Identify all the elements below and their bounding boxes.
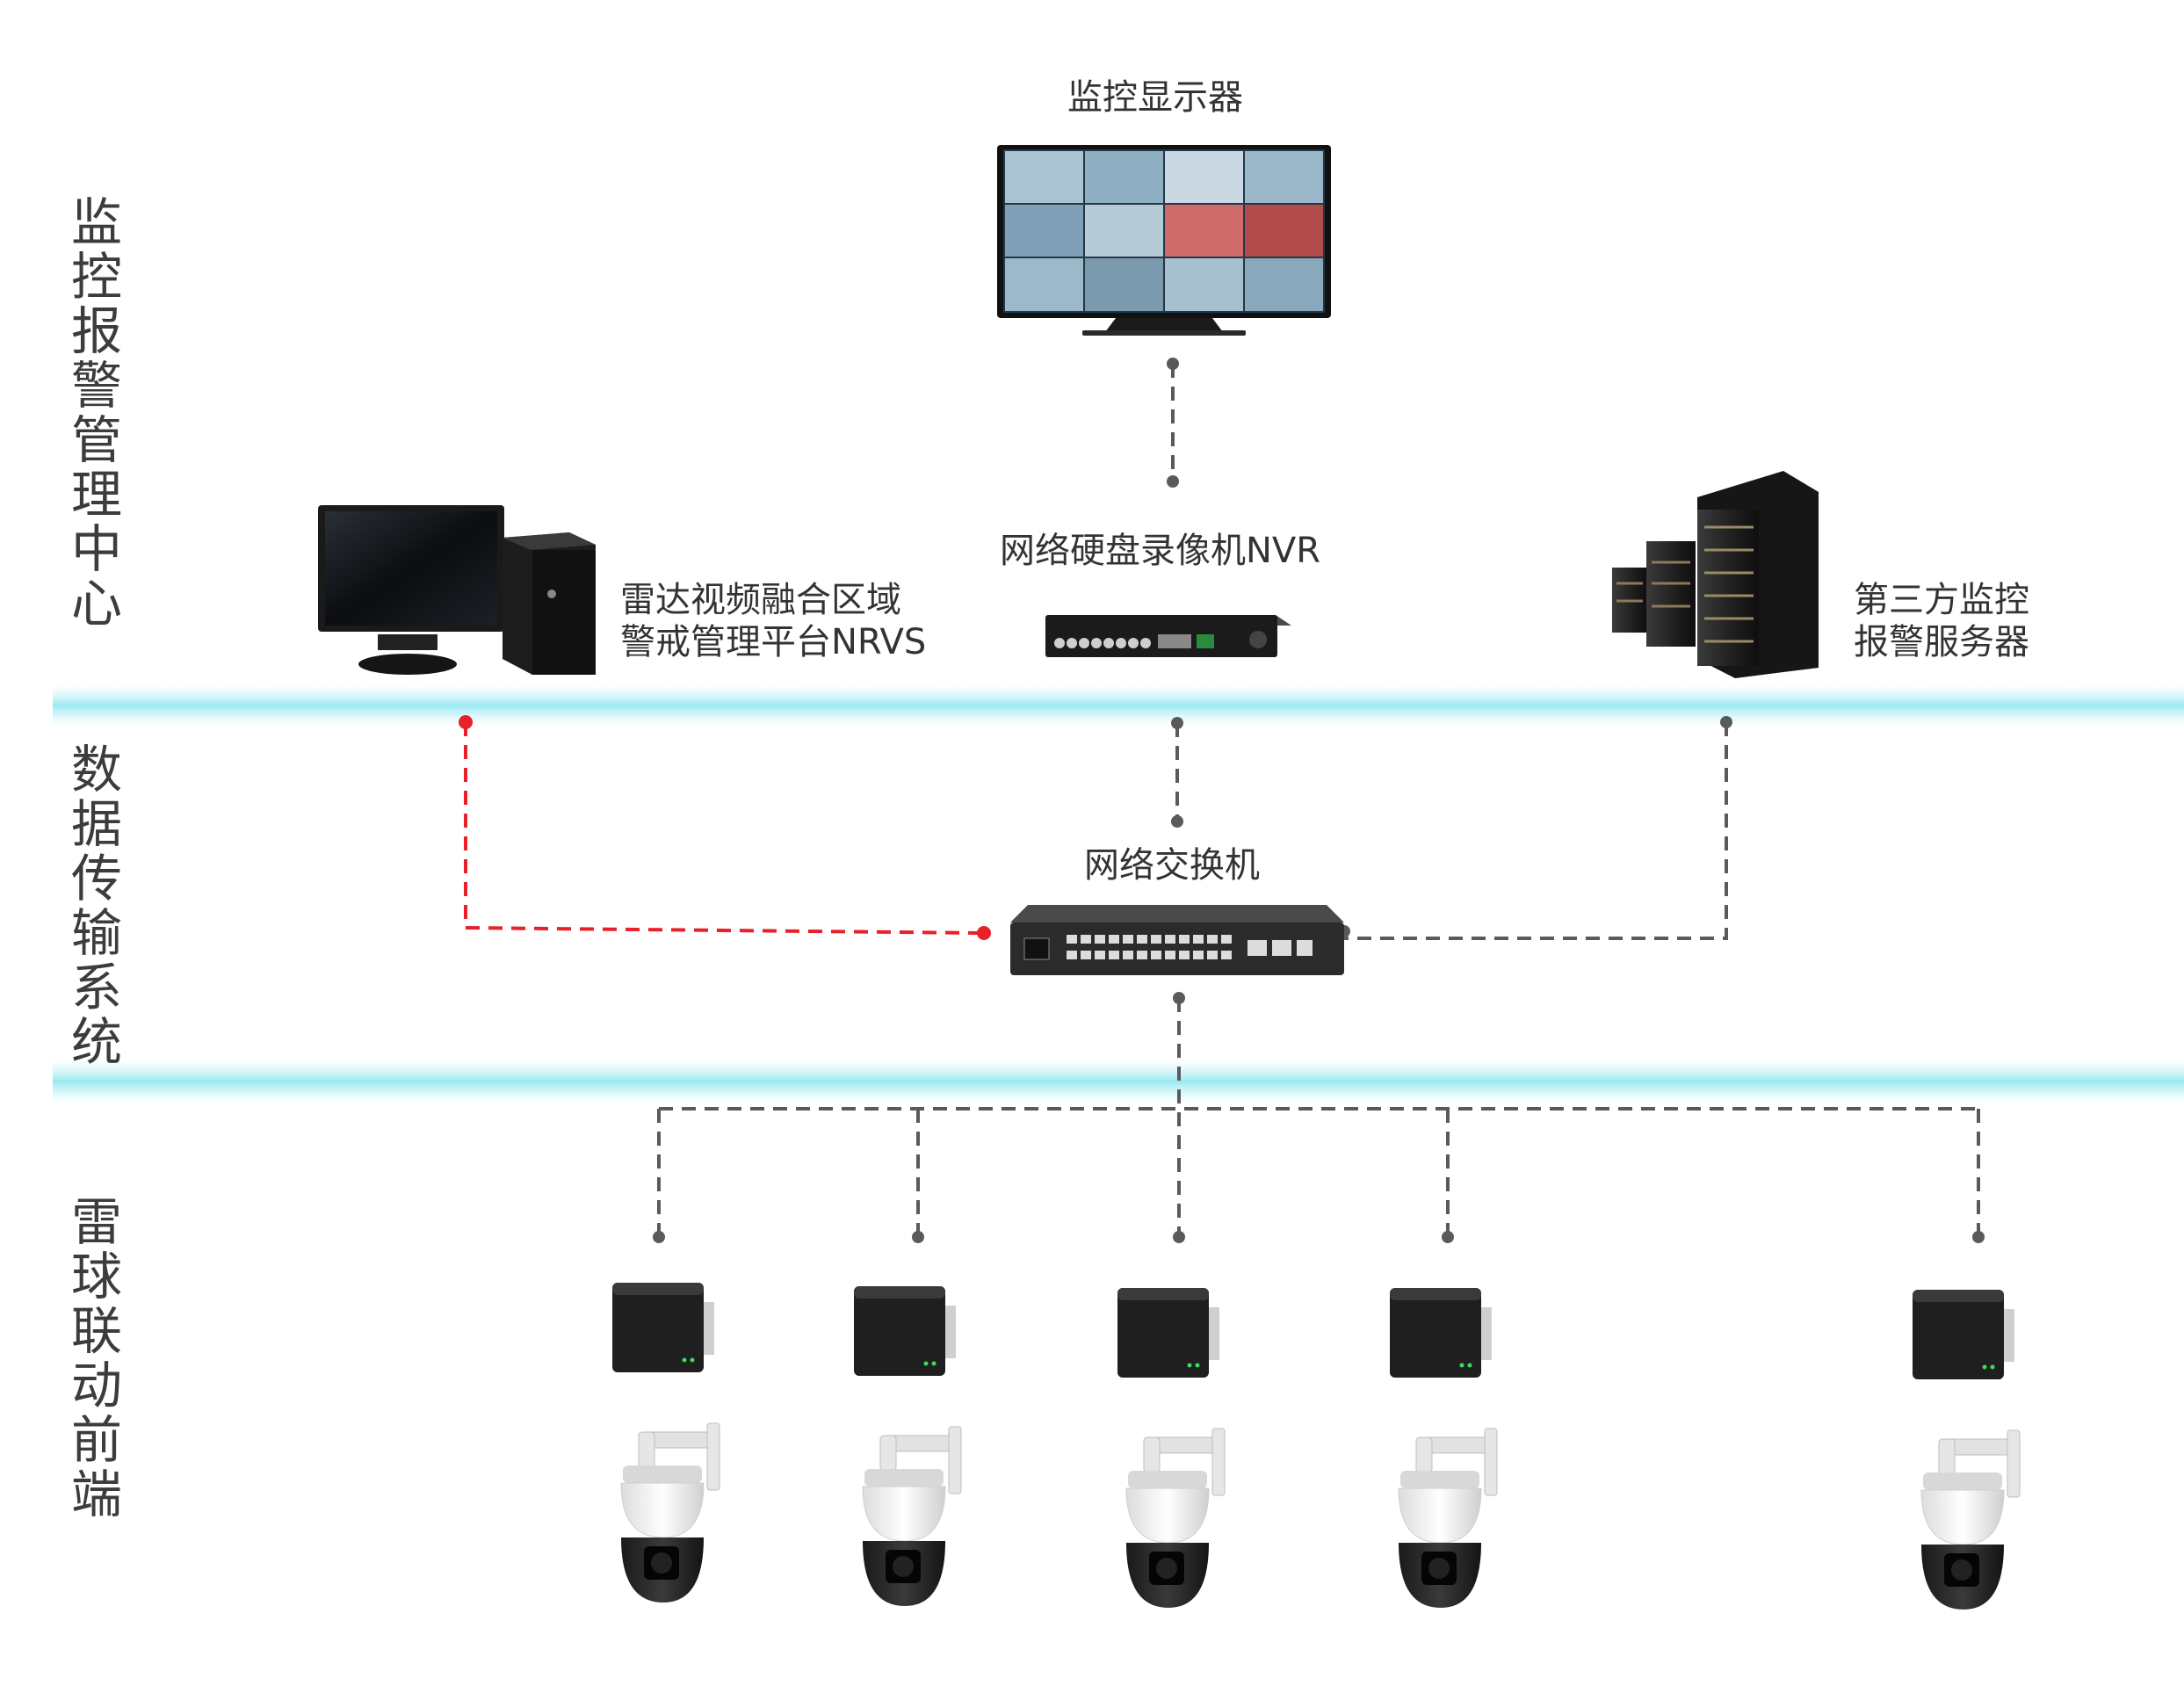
layer-title-data-transmission: 数据传输系统 <box>70 740 122 1072</box>
connector-dot <box>1171 717 1183 729</box>
ptz-dome-camera-icon <box>1389 1287 1498 1609</box>
front-end-unit-2 <box>853 1285 962 1607</box>
ptz-dome-camera-icon <box>1117 1287 1226 1609</box>
connector-nrvs-switch <box>464 722 985 935</box>
connector-dot <box>1972 1231 1985 1243</box>
layer-divider-lower <box>53 1060 2184 1103</box>
layer-divider-upper <box>53 685 2184 726</box>
connector-dot <box>1720 716 1732 728</box>
connector-dot <box>1173 1231 1185 1243</box>
third-party-server-label-line1: 第三方监控 <box>1854 580 2029 620</box>
connector-thirdparty-switch <box>1344 722 1728 940</box>
network-switch-icon <box>1010 905 1344 975</box>
third-party-server-label-line2: 报警服务器 <box>1854 622 2029 662</box>
server-rack-icon <box>1612 471 1819 678</box>
layer-title-front-end: 雷球联动前端 <box>70 1192 122 1524</box>
radar-icon <box>611 1282 720 1603</box>
nvr-icon <box>1045 615 1291 657</box>
nrvs-label-line2: 警戒管理平台NRVS <box>620 622 927 662</box>
connector-dot-red <box>977 926 991 940</box>
front-end-unit-3 <box>1117 1287 1226 1609</box>
ptz-dome-camera-icon <box>1912 1289 2021 1610</box>
front-end-unit-1 <box>611 1282 720 1603</box>
connector-dot-red <box>459 715 473 729</box>
monitor-display-icon <box>997 145 1331 336</box>
nrvs-label-line1: 雷达视频融合区域 <box>620 580 901 620</box>
ptz-dome-camera-icon <box>853 1285 962 1607</box>
connector-dot <box>1173 992 1185 1004</box>
connector-dot <box>653 1231 665 1243</box>
monitor-display-label: 监控显示器 <box>1067 77 1243 118</box>
front-end-unit-5 <box>1912 1289 2021 1610</box>
network-switch-label: 网络交换机 <box>1084 845 1260 886</box>
layer-title-monitoring-center: 监控报警管理中心 <box>70 192 122 633</box>
connector-dot <box>1442 1231 1454 1243</box>
connector-dot <box>1171 815 1183 828</box>
desktop-computer-icon <box>318 505 596 675</box>
nvr-label: 网络硬盘录像机NVR <box>1000 531 1321 571</box>
connector-switch-frontend <box>657 998 1980 1237</box>
front-end-unit-4 <box>1389 1287 1498 1609</box>
connector-dot <box>912 1231 924 1243</box>
connector-dot <box>1167 358 1179 370</box>
connector-dot <box>1167 475 1179 488</box>
